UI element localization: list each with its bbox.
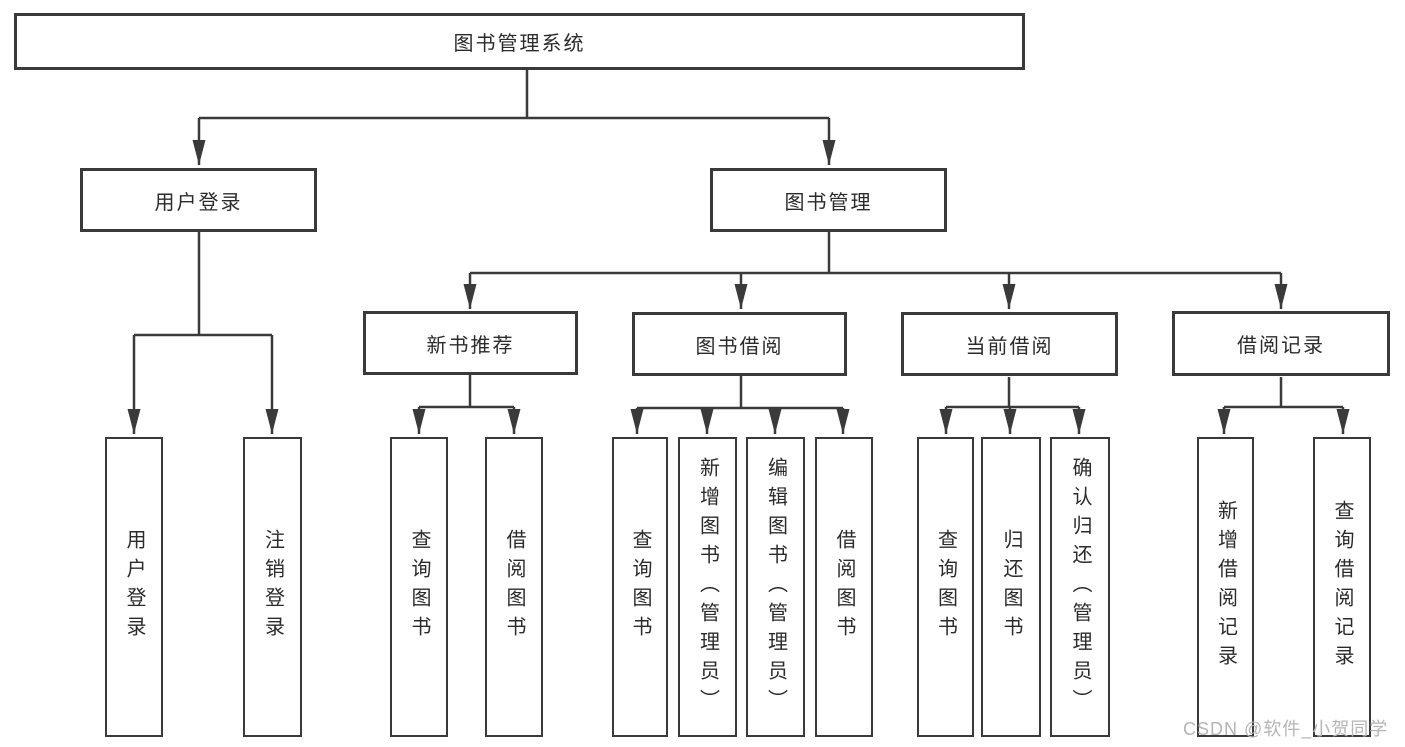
leaf-query-borrow-record: 查询借阅记录 [1313,437,1371,737]
leaf-add-books-admin: 新增图书（管理员） [678,437,737,737]
leaf-query-books-current: 查询图书 [917,437,974,737]
leaf-return-books: 归还图书 [981,437,1041,737]
leaf-logout: 注销登录 [243,437,302,737]
watermark: CSDN @软件_小贺同学 [1183,719,1389,739]
node-library-management-system: 图书管理系统 [14,13,1025,70]
leaf-query-books-recommend: 查询图书 [390,437,448,737]
node-book-management: 图书管理 [710,168,947,232]
leaf-user-login: 用户登录 [105,437,163,737]
leaf-borrow-books-recommend: 借阅图书 [485,437,543,737]
leaf-borrow-books: 借阅图书 [815,437,873,737]
node-borrowing-records: 借阅记录 [1172,311,1390,376]
leaf-add-borrow-record: 新增借阅记录 [1197,437,1254,737]
node-current-borrowing: 当前借阅 [901,312,1118,376]
node-book-borrowing: 图书借阅 [632,312,847,376]
leaf-query-books-borrowing: 查询图书 [612,437,668,737]
node-new-book-recommendation: 新书推荐 [363,311,578,375]
node-user-login: 用户登录 [80,168,317,232]
leaf-edit-books-admin: 编辑图书（管理员） [746,437,805,737]
leaf-confirm-return-admin: 确认归还（管理员） [1050,437,1110,737]
